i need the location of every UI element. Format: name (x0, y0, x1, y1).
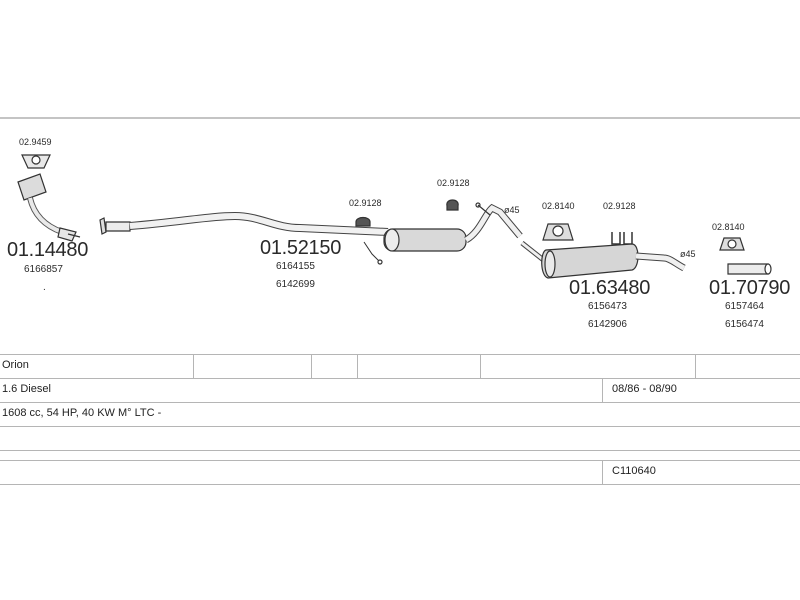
hanger-b-number[interactable]: 02.8140 (712, 222, 745, 232)
clamp-part-c (611, 232, 633, 245)
tail-pipe-number[interactable]: 01.70790 (709, 277, 791, 299)
rear-silencer-number[interactable]: 01.63480 (569, 277, 651, 299)
divider (357, 355, 358, 379)
downpipe-part (17, 173, 81, 242)
clamp-b-number[interactable]: 02.9128 (437, 178, 470, 188)
table-bottom-border (0, 484, 800, 486)
clamp-part-a (355, 216, 371, 227)
hanger-part-b (719, 237, 745, 251)
divider (695, 355, 696, 379)
mid-pipe-ref-1: 6164155 (276, 261, 315, 272)
production-years: 08/86 - 08/90 (612, 383, 677, 395)
rear-silencer-ref-1: 6156473 (588, 301, 627, 312)
diameter-label-a: ø45 (504, 205, 520, 215)
engine-row: 1.6 Diesel 08/86 - 08/90 (0, 378, 800, 403)
diameter-label-b: ø45 (680, 249, 696, 259)
rear-silencer-ref-2: 6142906 (588, 319, 627, 330)
model-name: Orion (2, 359, 29, 371)
system-code: C110640 (612, 465, 656, 477)
tail-pipe-part (727, 263, 772, 275)
rear-silencer-part (520, 241, 686, 279)
clamp-c-number[interactable]: 02.9128 (603, 201, 636, 211)
front-silencer-part (383, 203, 523, 252)
empty-row (0, 450, 800, 475)
empty-row (0, 426, 800, 451)
downpipe-ref-1: 6166857 (24, 264, 63, 275)
tail-pipe-ref-1: 6157464 (725, 301, 764, 312)
exhaust-system-diagram (0, 117, 800, 279)
clamp-a-number[interactable]: 02.9128 (349, 198, 382, 208)
clamp-part-b (446, 199, 459, 211)
divider (193, 355, 194, 379)
divider (311, 355, 312, 379)
bracket-part (475, 202, 491, 216)
divider (602, 461, 603, 485)
engine-type: 1.6 Diesel (2, 383, 51, 395)
mid-pipe-ref-2: 6142699 (276, 279, 315, 290)
hanger-a-number[interactable]: 02.8140 (542, 201, 575, 211)
mid-pipe-part (99, 211, 389, 265)
gasket-part (21, 154, 51, 169)
downpipe-ref-2: . (43, 282, 46, 293)
engine-spec: 1608 cc, 54 HP, 40 KW M° LTC - (2, 407, 162, 419)
code-row: C110640 (0, 460, 800, 485)
tail-pipe-ref-2: 6156474 (725, 319, 764, 330)
hanger-part-a (542, 223, 574, 241)
divider (480, 355, 481, 379)
gasket-number[interactable]: 02.9459 (19, 137, 52, 147)
spec-row: 1608 cc, 54 HP, 40 KW M° LTC - (0, 402, 800, 427)
mid-pipe-number[interactable]: 01.52150 (260, 237, 342, 259)
downpipe-number[interactable]: 01.14480 (7, 239, 89, 261)
model-row: Orion (0, 354, 800, 379)
divider (602, 379, 603, 403)
